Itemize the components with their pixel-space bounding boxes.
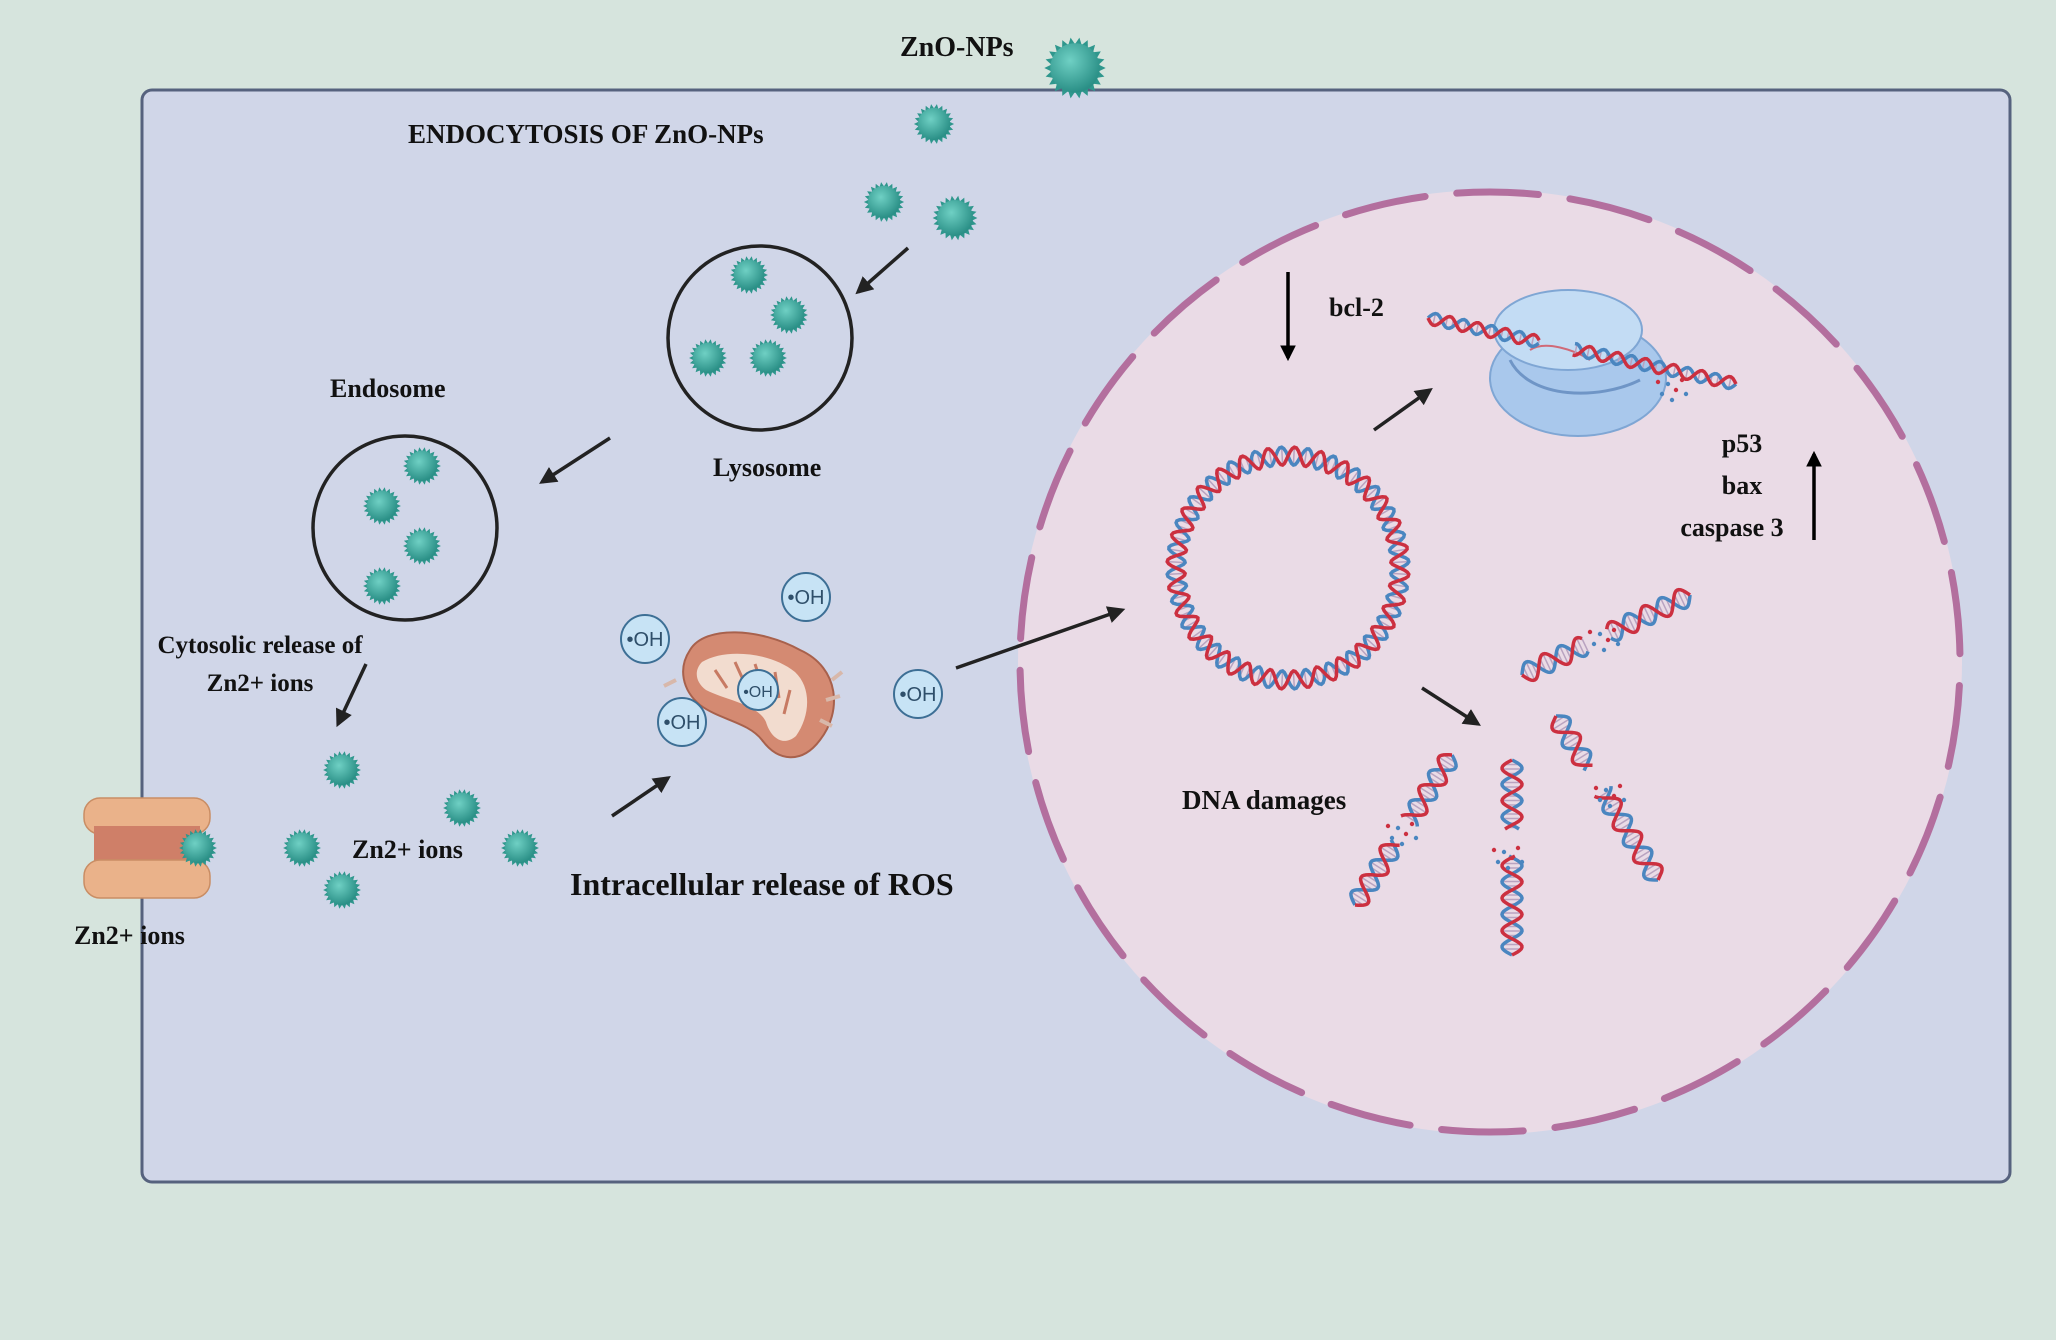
cytosolic-release-line1: Cytosolic release of xyxy=(140,627,380,665)
cytosolic-release-line2: Zn2+ ions xyxy=(140,665,380,703)
ros-label: Intracellular release of ROS xyxy=(570,864,954,904)
endocytosis-title: ENDOCYTOSIS OF ZnO-NPs xyxy=(408,118,764,152)
caspase3-label: caspase 3 xyxy=(1662,512,1802,545)
ros-radical-icon: •OH xyxy=(894,670,942,718)
bcl2-label: bcl-2 xyxy=(1329,292,1384,325)
ros-radical-icon: •OH xyxy=(738,670,778,710)
endosome-label: Endosome xyxy=(330,373,446,406)
cytosolic-release-label: Cytosolic release of Zn2+ ions xyxy=(140,627,380,703)
ros-label: •OH xyxy=(626,629,663,651)
ros-radical-icon: •OH xyxy=(621,615,669,663)
ros-label: •OH xyxy=(899,684,936,706)
ros-label: •OH xyxy=(663,712,700,734)
nuclear-membrane-segment xyxy=(1457,192,1539,194)
lysosome-label: Lysosome xyxy=(713,452,821,485)
nuclear-membrane-segment xyxy=(1442,1130,1524,1132)
zn-ions-cytosol-label: Zn2+ ions xyxy=(352,834,463,867)
zno-nps-label: ZnO-NPs xyxy=(900,30,1014,65)
ros-radical-icon: •OH xyxy=(658,698,706,746)
ros-radical-icon: •OH xyxy=(782,573,830,621)
bax-label: bax xyxy=(1672,470,1812,503)
dna-damages-label: DNA damages xyxy=(1182,784,1346,818)
p53-label: p53 xyxy=(1672,428,1812,461)
ros-label: •OH xyxy=(743,684,773,701)
zn-ions-channel-label: Zn2+ ions xyxy=(74,920,185,953)
ros-label: •OH xyxy=(787,587,824,609)
